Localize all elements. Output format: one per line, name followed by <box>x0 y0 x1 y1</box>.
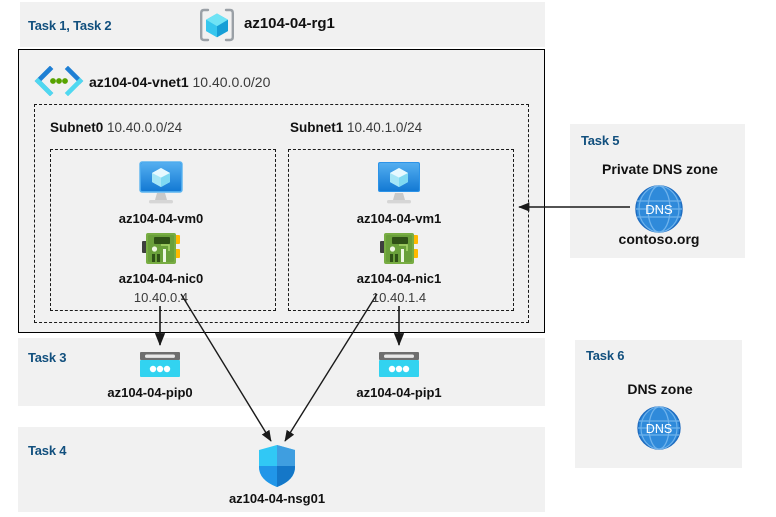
virtual-network-icon <box>34 65 84 97</box>
dns-icon-text: DNS <box>646 422 672 436</box>
task-label-5: Task 5 <box>581 133 620 148</box>
vnet-panel <box>18 49 545 333</box>
virtual-machine-icon <box>136 160 186 206</box>
public-ip-address-icon <box>136 350 184 380</box>
subnets-group-box <box>34 104 529 323</box>
subnet0-title: Subnet0 10.40.0.0/24 <box>50 120 182 135</box>
vnet-title: az104-04-vnet1 10.40.0.0/20 <box>89 74 270 90</box>
public-dns-title: DNS zone <box>627 381 693 397</box>
task-label-1-2: Task 1, Task 2 <box>28 18 112 33</box>
private-dns-title: Private DNS zone <box>602 161 718 177</box>
subnet0-box <box>50 149 276 311</box>
virtual-machine-icon <box>374 160 424 206</box>
dns-icon-text: DNS <box>645 202 673 217</box>
nic1-label: az104-04-nic1 <box>356 271 442 286</box>
subnet0-prefix: 10.40.0.0/24 <box>107 120 183 135</box>
vm0-label: az104-04-vm0 <box>118 211 204 226</box>
vnet-address-space: 10.40.0.0/20 <box>192 74 271 90</box>
nsg-label: az104-04-nsg01 <box>228 491 326 506</box>
subnet0-name: Subnet0 <box>50 120 104 135</box>
resource-group-icon <box>198 6 236 44</box>
subnet1-name: Subnet1 <box>290 120 344 135</box>
vm1-label: az104-04-vm1 <box>356 211 442 226</box>
subnet1-box <box>288 149 514 311</box>
task-label-3: Task 3 <box>28 350 67 365</box>
public-ip-address-icon <box>375 350 423 380</box>
vnet-name: az104-04-vnet1 <box>89 74 189 90</box>
dns-zone-icon: DNS <box>632 184 686 234</box>
public-ip-panel <box>18 338 545 406</box>
private-dns-name: contoso.org <box>618 231 700 247</box>
network-interface-icon <box>141 231 181 267</box>
task-label-4: Task 4 <box>28 443 67 458</box>
network-security-group-icon <box>256 443 298 489</box>
resource-group-name: az104-04-rg1 <box>244 15 335 32</box>
subnet1-title: Subnet1 10.40.1.0/24 <box>290 120 422 135</box>
task-label-6: Task 6 <box>586 348 625 363</box>
dns-zone-icon: DNS <box>634 404 684 452</box>
subnet1-prefix: 10.40.1.0/24 <box>347 120 423 135</box>
resource-group-header-panel <box>20 2 545 47</box>
network-interface-icon <box>379 231 419 267</box>
nic0-ip: 10.40.0.4 <box>133 290 189 305</box>
pip0-label: az104-04-pip0 <box>107 385 193 400</box>
nic0-label: az104-04-nic0 <box>118 271 204 286</box>
pip1-label: az104-04-pip1 <box>356 385 442 400</box>
nic1-ip: 10.40.1.4 <box>371 290 427 305</box>
